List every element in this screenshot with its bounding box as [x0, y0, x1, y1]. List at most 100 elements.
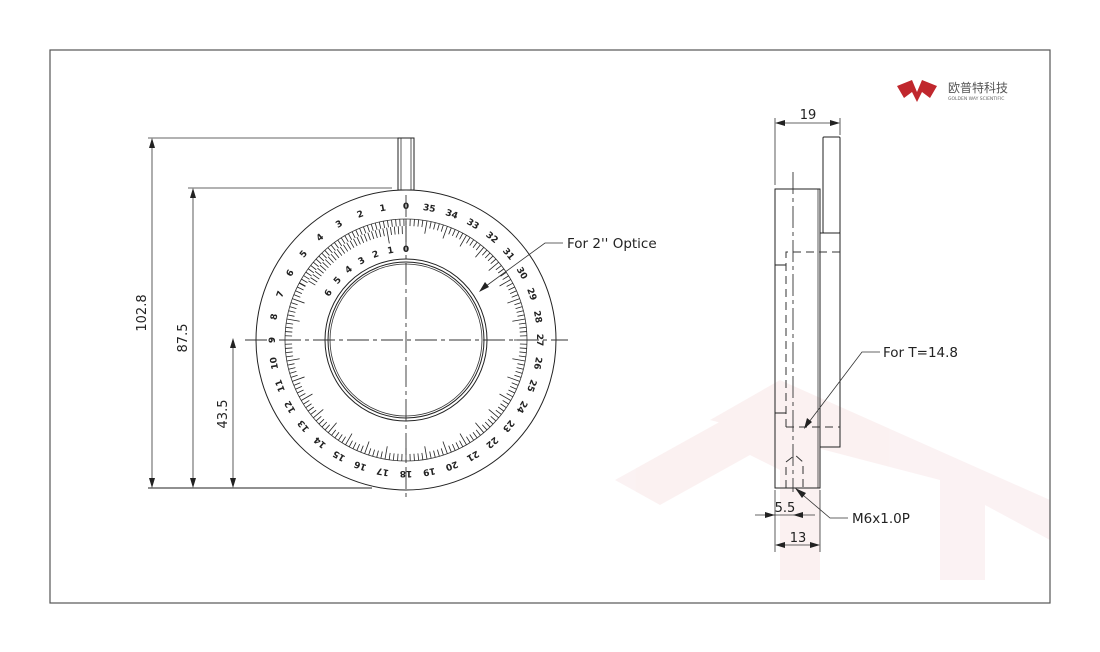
scale-tick — [334, 431, 340, 439]
scale-tick — [475, 244, 481, 251]
scale-tick — [459, 433, 467, 445]
scale-tick — [506, 393, 514, 398]
vernier-tick — [324, 259, 332, 266]
scale-tick — [442, 226, 448, 239]
scale-tick — [324, 424, 331, 431]
scale-tick — [490, 258, 497, 265]
vernier-tick — [322, 262, 329, 269]
thread-note: M6x1.0P — [852, 511, 910, 527]
dim-hole-offset: 5.5 — [755, 490, 821, 552]
scale-tick — [285, 326, 293, 329]
thickness-note-leader: For T=14.8 — [804, 345, 958, 429]
scale-tick — [307, 406, 315, 412]
scale-tick — [516, 367, 524, 370]
main-scale-label: 17 — [376, 465, 390, 477]
vernier-tick — [299, 282, 306, 287]
scale-tick — [514, 374, 522, 378]
scale-tick — [487, 255, 494, 262]
vernier-tick — [327, 256, 334, 263]
scale-tick — [509, 290, 517, 294]
vernier-tick — [340, 237, 346, 244]
vernier-tick — [321, 252, 327, 259]
main-scale-label: 23 — [500, 417, 516, 433]
logo-mark-icon — [897, 80, 937, 102]
scale-tick — [437, 449, 440, 457]
scale-tick — [321, 421, 328, 428]
vernier-tick — [307, 268, 315, 274]
main-scale-label: 13 — [296, 417, 312, 433]
scale-tick — [440, 224, 444, 232]
vernier-tick — [330, 244, 336, 251]
main-scale-label: 8 — [270, 313, 281, 321]
main-scale-label: 5 — [298, 249, 310, 260]
svg-text:87.5: 87.5 — [176, 324, 191, 353]
scale-tick — [448, 227, 452, 235]
scale-tick — [288, 367, 296, 370]
vernier-tick — [356, 236, 361, 245]
logo-name-cn: 欧普特科技 — [948, 80, 1008, 95]
main-scale-label: 10 — [269, 356, 281, 370]
scale-tick — [508, 286, 515, 291]
scale-tick — [338, 434, 343, 441]
dim-center-to-top: 87.5 — [176, 188, 196, 488]
scale-tick — [511, 382, 519, 386]
scale-tick — [345, 433, 353, 445]
scale-tick — [433, 222, 436, 230]
threaded-hole — [785, 454, 804, 488]
main-scale-label: 2 — [356, 209, 365, 221]
scale-tick — [424, 446, 428, 460]
scale-tick — [518, 355, 526, 358]
scale-tick — [490, 415, 497, 422]
vernier-tick — [360, 235, 365, 243]
optic-note-leader: For 2'' Optice — [479, 236, 657, 292]
vernier-tick — [303, 275, 310, 280]
vernier-label: 4 — [344, 264, 355, 276]
scale-tick — [348, 440, 353, 448]
scale-tick — [286, 322, 294, 325]
scale-tick — [512, 358, 526, 362]
scale-tick — [497, 268, 505, 274]
scale-tick — [484, 252, 491, 259]
vernier-tick — [333, 251, 340, 259]
watermark-logo — [615, 380, 1050, 580]
vernier-tick — [330, 253, 337, 261]
svg-text:13: 13 — [790, 531, 807, 546]
main-scale-label: 24 — [514, 399, 529, 415]
scale-tick — [292, 376, 305, 382]
vernier-tick — [348, 233, 353, 240]
scale-tick — [472, 241, 478, 249]
scale-tick — [499, 393, 511, 401]
main-scale-label: 22 — [483, 434, 499, 450]
scale-tick — [417, 219, 420, 227]
scale-tick — [384, 446, 388, 460]
vernier-tick — [301, 278, 308, 284]
main-scale-label: 1 — [379, 204, 387, 215]
company-logo: 欧普特科技 GOLDEN WAY SCIENTIFIC — [897, 80, 1008, 102]
scale-tick — [341, 436, 346, 443]
scale-tick — [331, 429, 337, 436]
main-scale-label: 4 — [315, 232, 326, 244]
main-scale-label: 33 — [465, 217, 481, 232]
scale-tick — [310, 409, 317, 415]
scale-tick — [318, 418, 325, 425]
main-scale-label: 6 — [285, 268, 297, 278]
vernier-tick — [397, 226, 400, 235]
scale-tick — [289, 306, 297, 309]
svg-text:102.8: 102.8 — [135, 294, 150, 331]
main-scale-label: 19 — [422, 465, 436, 477]
scale-tick — [305, 403, 312, 408]
scale-tick — [297, 389, 304, 394]
vernier-tick — [391, 219, 393, 227]
scale-tick — [442, 441, 448, 454]
scale-tick — [487, 418, 494, 425]
scale-tick — [298, 393, 306, 398]
scale-tick — [466, 436, 471, 443]
main-scale-label: 16 — [353, 458, 368, 472]
scale-tick — [507, 298, 520, 304]
scale-tick — [290, 374, 298, 378]
vernier-tick — [339, 246, 346, 254]
scale-tick — [388, 452, 391, 460]
scale-tick — [469, 239, 474, 246]
